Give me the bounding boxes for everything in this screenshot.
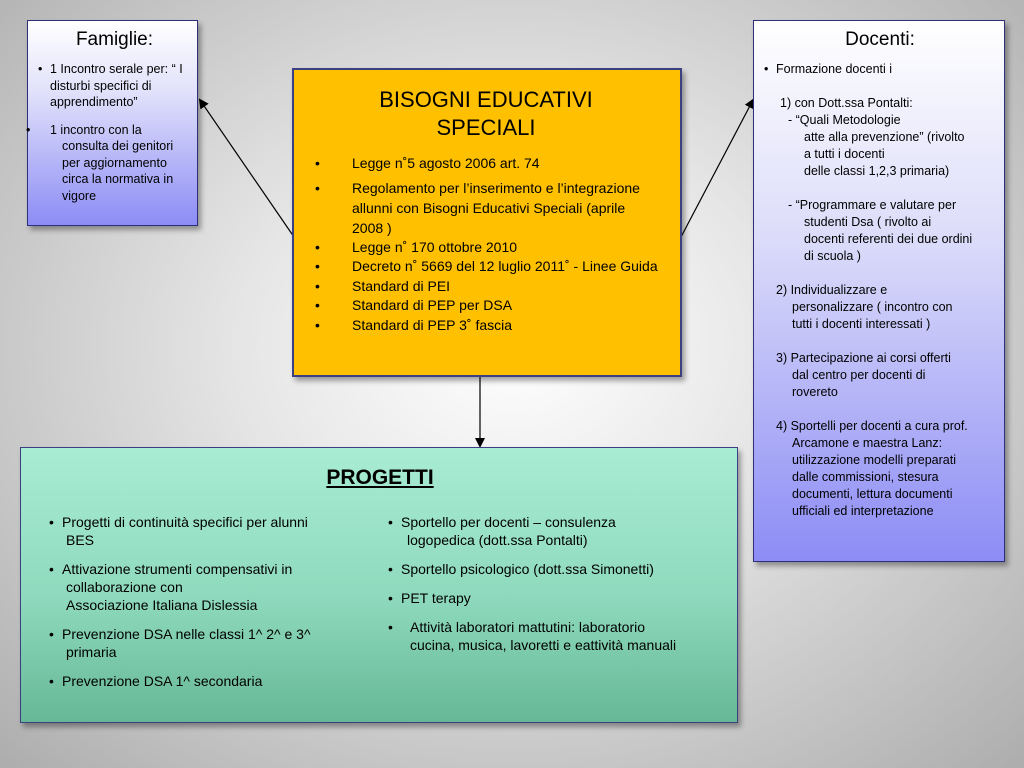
bisogni-title: BISOGNI EDUCATIVI SPECIALI (379, 87, 593, 140)
docenti-item-3: 3) Partecipazione ai corsi offerti dal c… (776, 351, 951, 399)
docenti-sub-1: 1) con Dott.ssa Pontalti: (780, 96, 913, 110)
list-item: Standard di PEP 3˚ fascia (312, 316, 660, 336)
list-item: Prevenzione DSA 1^ secondaria (49, 672, 369, 690)
list-item: Legge n˚ 170 ottobre 2010 (312, 238, 660, 258)
progetti-title: PROGETTI (326, 466, 434, 489)
docenti-dash-1: - “Quali Metodologie atte alla prevenzio… (788, 113, 965, 178)
docenti-body: Formazione docenti i 1) con Dott.ssa Pon… (762, 61, 998, 520)
list-item: PET terapy (388, 589, 733, 607)
list-item: Attività laboratori mattutini: laborator… (388, 618, 733, 654)
list-item: 1 incontro con la consulta dei genitori … (38, 122, 191, 205)
docenti-title: Docenti: (845, 29, 915, 50)
list-item: Decreto n˚ 5669 del 12 luglio 2011˚ - Li… (312, 257, 660, 277)
list-item: Standard di PEP per DSA (312, 296, 660, 316)
list-item: Regolamento per l’inserimento e l’integr… (312, 178, 660, 238)
list-item: 1 Incontro serale per: “ I disturbi spec… (38, 61, 191, 111)
list-item: Legge n˚5 agosto 2006 art. 74 (312, 154, 660, 174)
famiglie-list: 1 Incontro serale per: “ I disturbi spec… (38, 61, 191, 204)
docenti-dash-2: - “Programmare e valutare per studenti D… (788, 198, 973, 263)
progetti-right-list: Sportello per docenti – consulenza logop… (388, 513, 733, 665)
famiglie-box: Famiglie: 1 Incontro serale per: “ I dis… (27, 20, 198, 226)
progetti-left-list: Progetti di continuità specifici per alu… (49, 513, 369, 701)
bisogni-educativi-box: BISOGNI EDUCATIVI SPECIALI Legge n˚5 ago… (292, 68, 682, 377)
list-item: Progetti di continuità specifici per alu… (49, 513, 369, 549)
progetti-box: PROGETTI Progetti di continuità specific… (20, 447, 738, 723)
list-item: Prevenzione DSA nelle classi 1^ 2^ e 3^ … (49, 625, 369, 661)
docenti-intro: Formazione docenti i (762, 61, 998, 78)
docenti-box: Docenti: Formazione docenti i 1) con Dot… (753, 20, 1005, 562)
arrow-to-famiglie (198, 98, 295, 238)
list-item: Sportello per docenti – consulenza logop… (388, 513, 733, 549)
docenti-item-2: 2) Individualizzare e personalizzare ( i… (776, 283, 953, 331)
bisogni-list: Legge n˚5 agosto 2006 art. 74 Regolament… (312, 154, 660, 335)
list-item: Sportello psicologico (dott.ssa Simonett… (388, 560, 733, 578)
list-item: Standard di PEI (312, 277, 660, 297)
list-item: Attivazione strumenti compensativi in co… (49, 560, 369, 614)
docenti-item-4: 4) Sportelli per docenti a cura prof. Ar… (776, 419, 968, 518)
arrow-to-docenti (680, 98, 754, 238)
famiglie-title: Famiglie: (75, 29, 154, 50)
